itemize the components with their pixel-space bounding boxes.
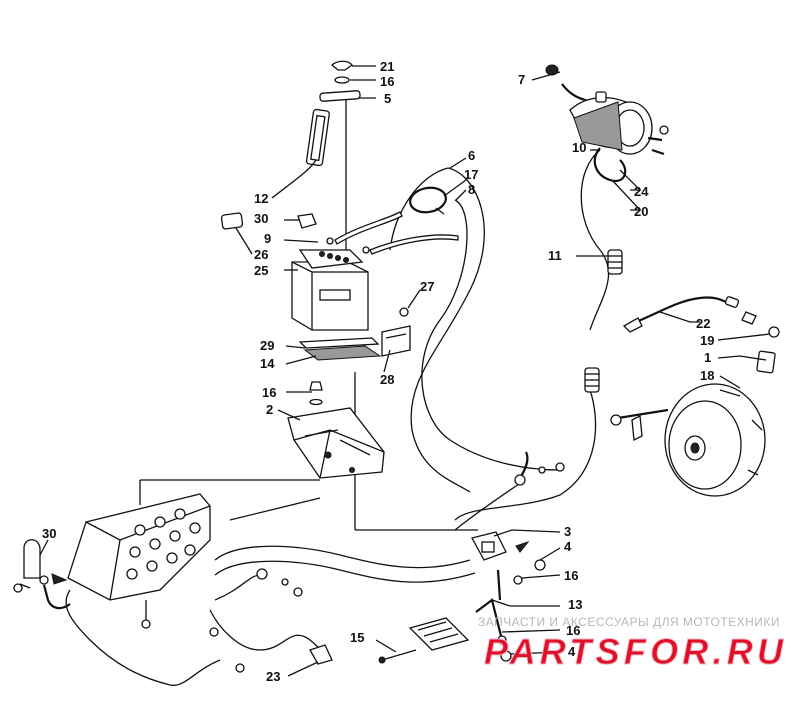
callout-16: 16 xyxy=(566,623,580,638)
battery-pad xyxy=(298,337,382,361)
callout-8: 8 xyxy=(468,182,475,197)
callout-28: 28 xyxy=(380,372,394,387)
watermark-brand: PARTSFOR.RU xyxy=(484,631,784,672)
callout-1: 1 xyxy=(704,350,711,365)
callout-14: 14 xyxy=(260,356,275,371)
callout-22: 22 xyxy=(696,316,710,331)
callout-9: 9 xyxy=(264,231,271,246)
callout-12: 12 xyxy=(254,191,268,206)
cable-coils xyxy=(584,249,623,393)
starter-motor xyxy=(545,64,669,183)
callout-16: 16 xyxy=(564,568,578,583)
ground-wire xyxy=(622,296,780,374)
strap-ring xyxy=(409,186,447,215)
battery-cables xyxy=(326,211,459,255)
top-bracket-group xyxy=(305,60,361,167)
side-bracket xyxy=(381,307,411,357)
callout-6: 6 xyxy=(468,148,475,163)
callout-30: 30 xyxy=(42,526,56,541)
callout-7: 7 xyxy=(518,72,525,87)
callout-11: 11 xyxy=(548,248,562,263)
callout-4: 4 xyxy=(564,539,572,554)
callout-labels: 21 16 5 7 6 17 8 10 24 20 12 30 9 26 25 … xyxy=(42,59,714,684)
callout-17: 17 xyxy=(464,167,478,182)
watermark-tagline: ЗАПЧАСТИ И АКСЕССУАРЫ ДЛЯ МОТОТЕХНИКИ xyxy=(478,615,780,629)
callout-30: 30 xyxy=(254,211,268,226)
callout-15: 15 xyxy=(350,630,364,645)
callout-10: 10 xyxy=(572,140,586,155)
callout-21: 21 xyxy=(380,59,394,74)
callout-5: 5 xyxy=(384,91,391,106)
leader-lines xyxy=(39,65,771,677)
battery-tray xyxy=(287,381,385,479)
callout-3: 3 xyxy=(564,524,571,539)
watermark: ЗАПЧАСТИ И АКСЕССУАРЫ ДЛЯ МОТОТЕХНИКИ PA… xyxy=(478,615,784,673)
callout-25: 25 xyxy=(254,263,268,278)
flywheel xyxy=(610,383,766,497)
callout-24: 24 xyxy=(634,184,649,199)
terminal-caps xyxy=(220,212,317,230)
callout-16: 16 xyxy=(262,385,276,400)
callout-16: 16 xyxy=(380,74,394,89)
callout-23: 23 xyxy=(266,669,280,684)
cable-runs xyxy=(65,98,610,686)
callout-26: 26 xyxy=(254,247,268,262)
callout-20: 20 xyxy=(634,204,648,219)
callout-4: 4 xyxy=(568,644,576,659)
grille-holes xyxy=(126,508,201,580)
harness-connectors xyxy=(209,568,333,673)
relay xyxy=(471,529,546,601)
callout-29: 29 xyxy=(260,338,274,353)
callout-18: 18 xyxy=(700,368,714,383)
heat-exchanger xyxy=(67,493,211,629)
callout-13: 13 xyxy=(568,597,582,612)
battery xyxy=(291,249,369,331)
callout-27: 27 xyxy=(420,279,434,294)
callout-2: 2 xyxy=(266,402,273,417)
lamp-assembly xyxy=(13,539,71,610)
callout-19: 19 xyxy=(700,333,714,348)
mounting-plate xyxy=(378,598,512,664)
cable-end xyxy=(514,451,565,486)
